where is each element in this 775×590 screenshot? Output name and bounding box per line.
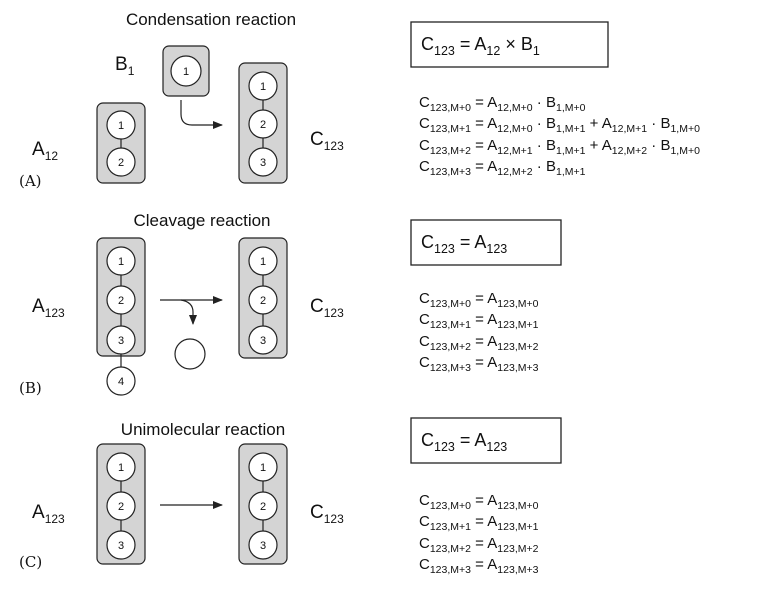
reactant-a12-label: A12 [32,139,58,163]
panel-condensation: Condensation reaction B1 1 A12 1 2 1 2 3… [19,10,700,190]
atom: 1 [106,246,136,276]
svg-text:3: 3 [118,335,124,347]
svg-text:3: 3 [118,540,124,552]
atom: 3 [106,530,136,560]
reactant-a123-label: A123 [32,296,65,320]
isotopomer-equation: C123,M+3 = A12,M+2 · B1,M+1 [419,158,586,178]
panel-label: (B) [19,379,42,397]
reactant-a123-label: A123 [32,502,65,526]
isotopomer-equation: C123,M+1 = A123,M+1 [419,311,539,331]
product-c123-label: C123 [310,129,344,153]
svg-text:2: 2 [260,119,266,131]
atom-cleaved: 4 [106,366,136,396]
atom: 1 [106,452,136,482]
atom: 2 [106,285,136,315]
isotopomer-equation: C123,M+0 = A12,M+0 · B1,M+0 [419,94,586,114]
main-equation: C123 = A123 [421,430,507,454]
main-equation-box [410,21,609,68]
atom: 2 [248,109,278,139]
panel-title: Cleavage reaction [133,211,270,230]
svg-text:1: 1 [118,120,124,132]
svg-text:3: 3 [260,335,266,347]
isotopomer-equation: C123,M+1 = A12,M+0 · B1,M+1 + A12,M+1 · … [419,115,700,135]
panel-unimolecular: Unimolecular reaction A123 1 2 3 1 2 3 C… [19,417,562,576]
reactant-b1-label: B1 [115,54,135,78]
leaving-group-atom [174,338,206,370]
svg-text:1: 1 [260,256,266,268]
isotopomer-equation: C123,M+1 = A123,M+1 [419,513,539,533]
svg-text:4: 4 [118,376,124,388]
isotopomer-equation: C123,M+3 = A123,M+3 [419,556,539,576]
svg-text:1: 1 [118,462,124,474]
atom: 1 [248,452,278,482]
atom: 2 [106,147,136,177]
atom: 2 [106,491,136,521]
atom: 1 [170,55,202,87]
svg-text:3: 3 [260,540,266,552]
svg-text:2: 2 [118,295,124,307]
svg-text:1: 1 [260,462,266,474]
svg-text:2: 2 [118,501,124,513]
isotopomer-equation: C123,M+2 = A123,M+2 [419,535,539,555]
atom: 1 [248,246,278,276]
main-equation-box [410,219,562,266]
atom: 2 [248,491,278,521]
svg-text:1: 1 [260,81,266,93]
main-equation: C123 = A123 [421,232,507,256]
svg-text:2: 2 [118,157,124,169]
panel-title: Unimolecular reaction [121,420,285,439]
reaction-arrow [180,100,223,129]
main-equation: C123 = A12 × B1 [421,34,540,58]
svg-text:3: 3 [260,157,266,169]
isotopomer-equation: C123,M+0 = A123,M+0 [419,492,539,512]
panel-cleavage: Cleavage reaction A123 1 2 3 4 1 2 3 C12… [19,211,562,397]
atom: 3 [248,147,278,177]
atom: 1 [248,71,278,101]
panel-label: (C) [19,553,42,571]
main-equation-box [410,417,562,464]
svg-text:2: 2 [260,295,266,307]
product-c123-label: C123 [310,296,344,320]
product-c123-label: C123 [310,502,344,526]
isotopomer-equation: C123,M+2 = A123,M+2 [419,333,539,353]
atom: 3 [106,325,136,355]
atom: 2 [248,285,278,315]
panel-title: Condensation reaction [126,10,296,29]
svg-text:1: 1 [183,66,189,78]
svg-text:2: 2 [260,501,266,513]
atom: 3 [248,325,278,355]
isotopomer-equation: C123,M+3 = A123,M+3 [419,354,539,374]
panel-label: (A) [19,172,42,190]
svg-text:1: 1 [118,256,124,268]
isotopomer-equation: C123,M+2 = A12,M+1 · B1,M+1 + A12,M+2 · … [419,137,700,157]
leaving-group-arrow [180,299,197,325]
atom: 3 [248,530,278,560]
isotopomer-equation: C123,M+0 = A123,M+0 [419,290,539,310]
atom: 1 [106,110,136,140]
